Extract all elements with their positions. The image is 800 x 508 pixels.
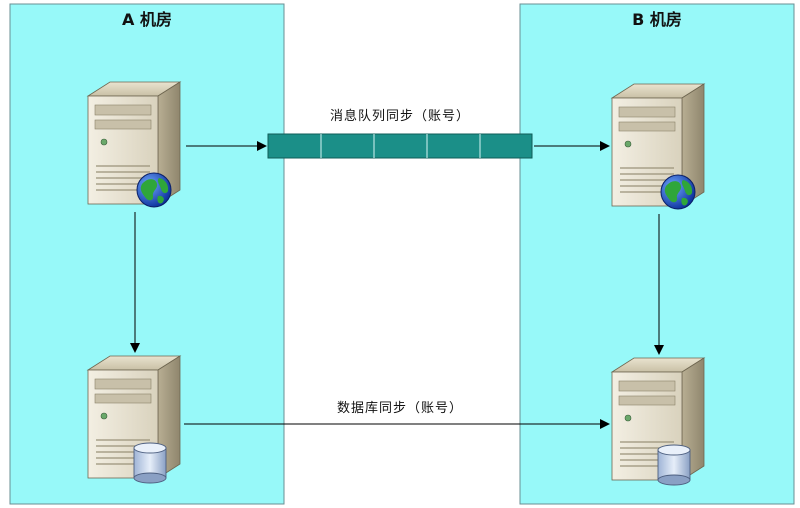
database-icon: [133, 442, 167, 484]
a-web-server: [87, 81, 181, 208]
db-sync-label: 数据库同步（账号）: [336, 401, 463, 416]
mq-sync-label: 消息队列同步（账号）: [329, 109, 470, 124]
globe-icon: [660, 174, 696, 210]
database-icon: [657, 444, 691, 486]
b-web-server: [611, 83, 705, 210]
a-db-server: [87, 355, 181, 484]
b-db-server: [611, 357, 705, 486]
globe-icon: [136, 172, 172, 208]
message-queue: [267, 133, 533, 159]
zone-b-title: B 机房: [632, 10, 682, 29]
zone-a-title: A 机房: [122, 10, 172, 29]
